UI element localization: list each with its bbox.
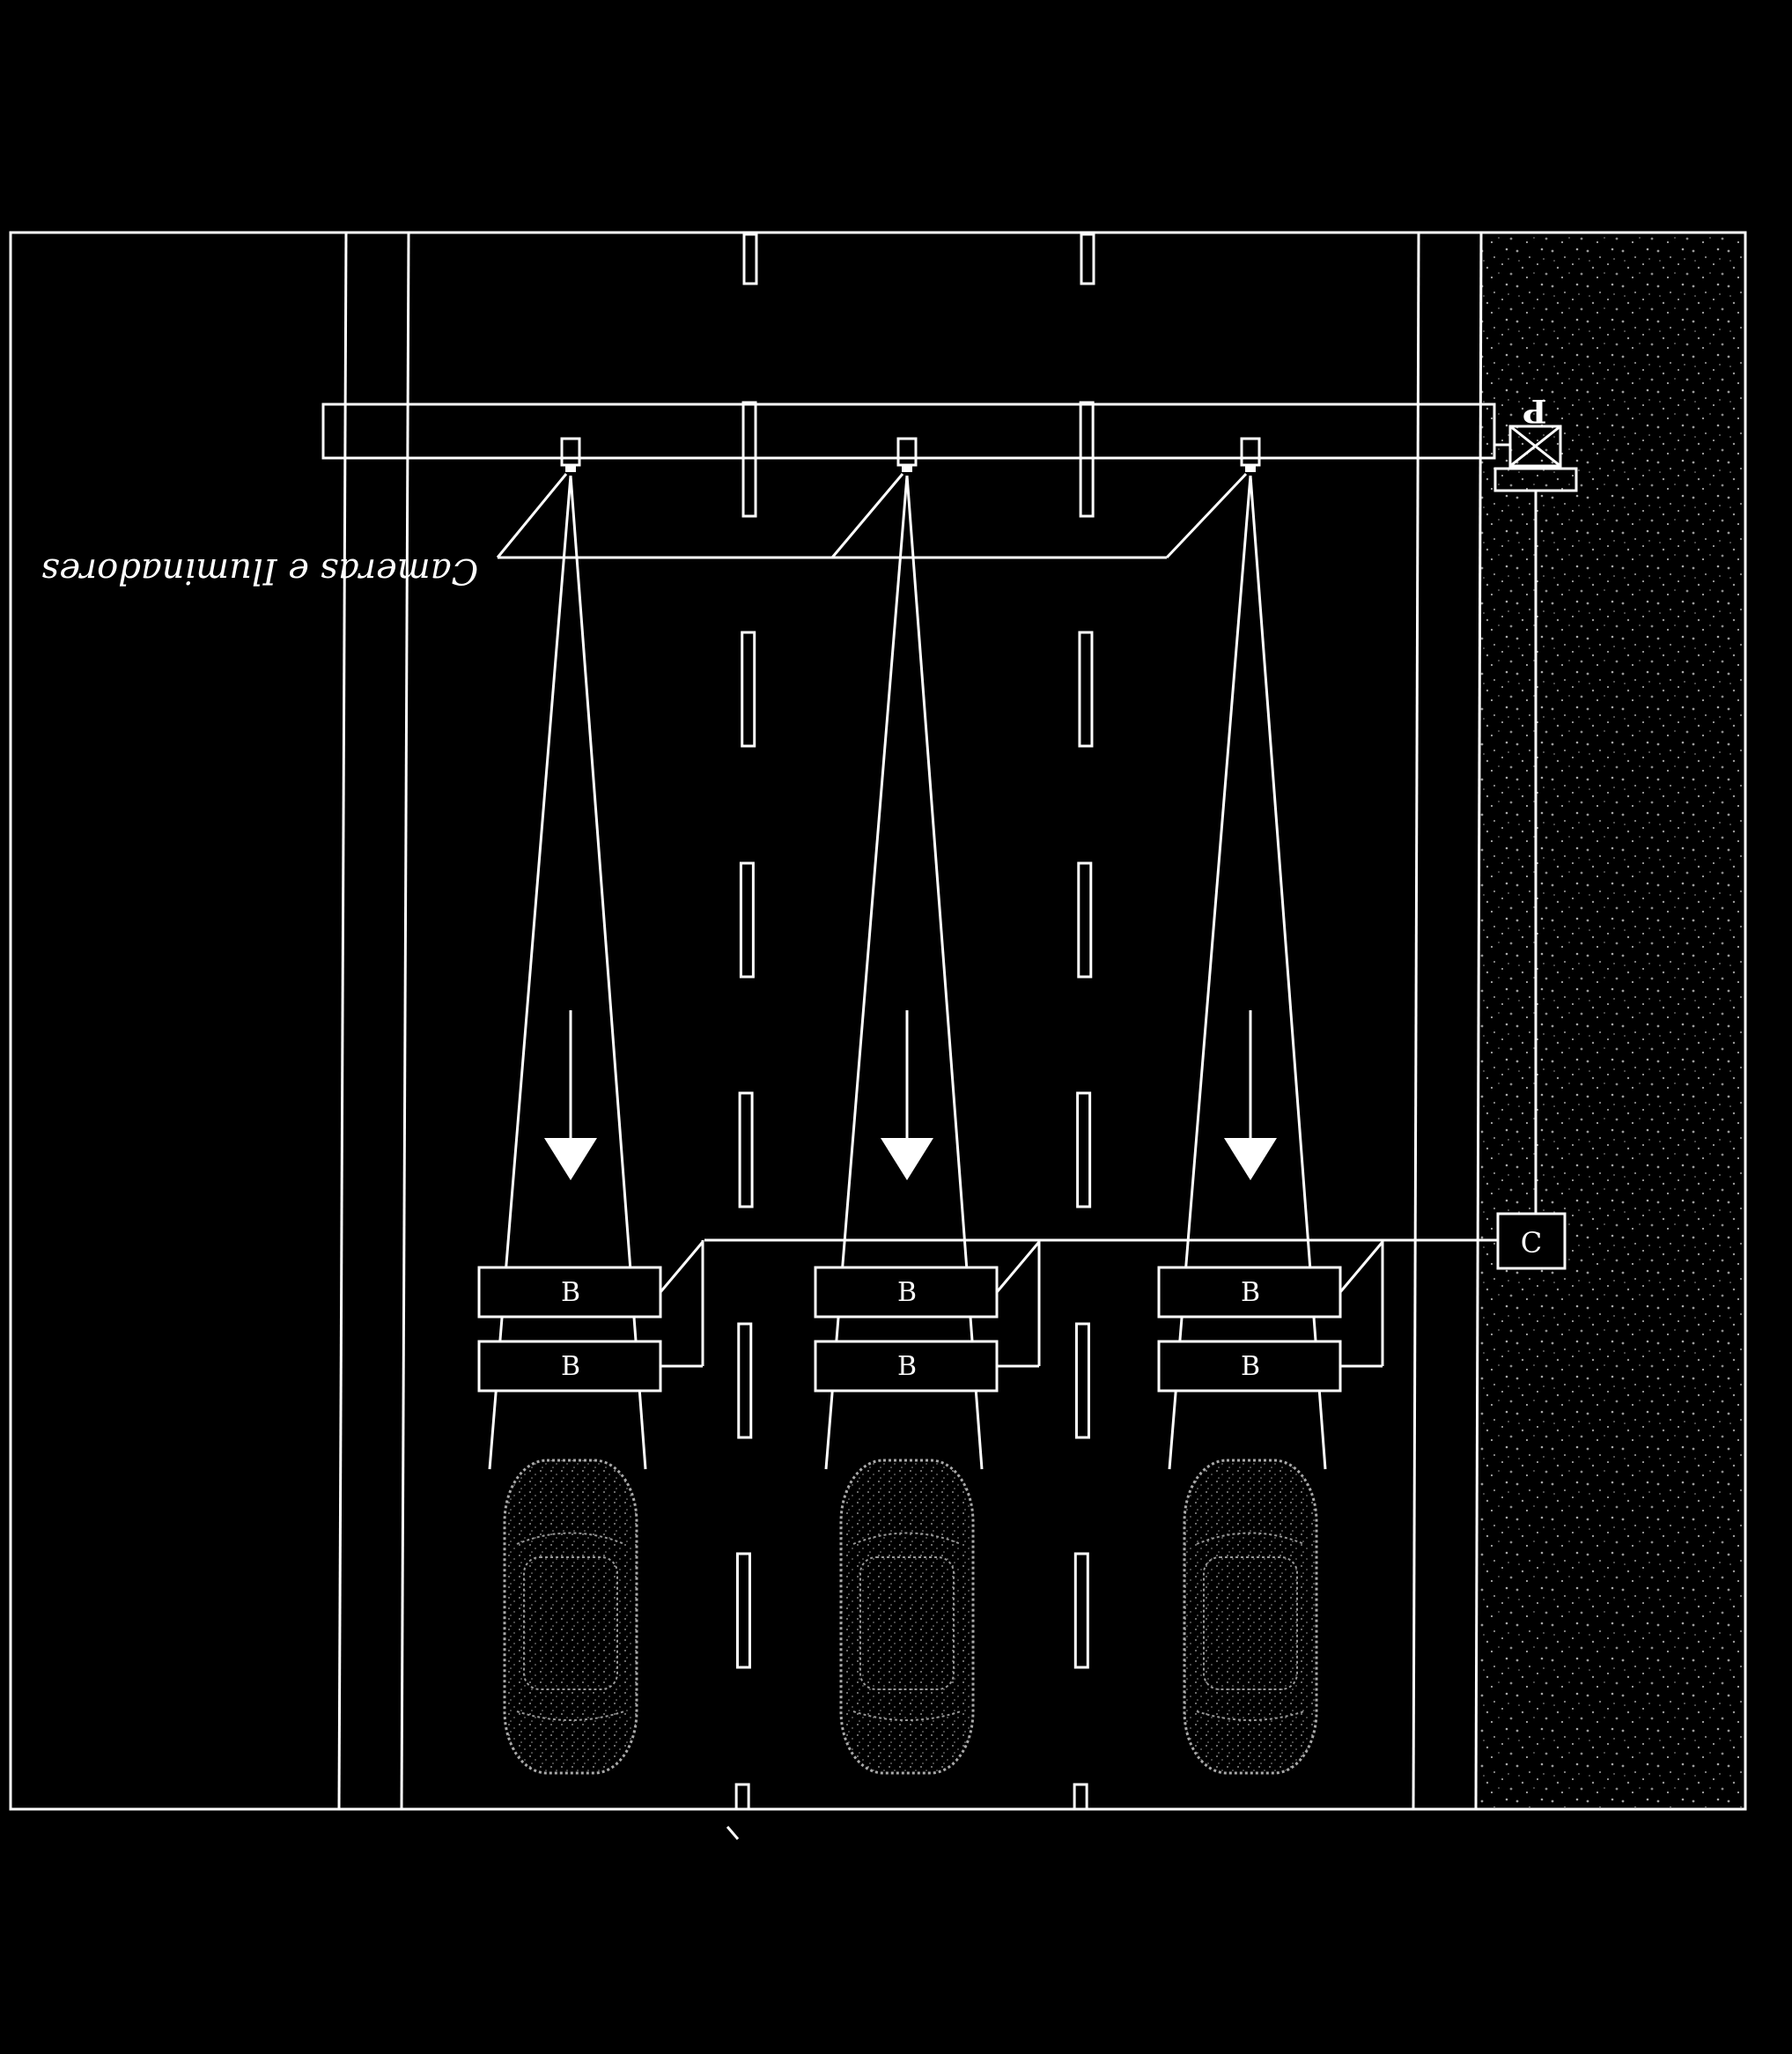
road-edge-right-outer [1474, 232, 1483, 1810]
sensor-label: B [897, 1277, 917, 1308]
lane-dash [1078, 631, 1094, 748]
shoulder-area [1479, 234, 1744, 1807]
lane-dash [1073, 1783, 1088, 1811]
controller-label: C [1521, 1226, 1542, 1260]
sensor-box: B [814, 1340, 999, 1393]
tick-mark [726, 1826, 740, 1840]
traffic-direction-arrow-icon [881, 1010, 933, 1180]
sensor-box: B [477, 1266, 662, 1319]
camera-label: Cameras e Iluminadores [41, 550, 478, 591]
camera-gantry [321, 403, 1496, 460]
lane-dash [1077, 861, 1093, 979]
lane-dash [1076, 1091, 1092, 1208]
traffic-direction-arrow-icon [1224, 1010, 1277, 1180]
camera-view-beam [905, 475, 984, 1470]
sensor-box: B [1157, 1266, 1342, 1319]
camera-icon [896, 437, 918, 472]
lane-1: BB [477, 437, 704, 1775]
sensor-label: B [561, 1277, 580, 1308]
sensor-label: B [1241, 1277, 1260, 1308]
car-icon [839, 1459, 975, 1775]
car-icon [503, 1459, 638, 1775]
camera-view-beam [488, 475, 572, 1470]
camera-leader-line [1165, 472, 1248, 559]
lane-dash [734, 1783, 750, 1811]
lane-dash [738, 1091, 754, 1208]
pole-label: P [1523, 392, 1546, 429]
lane-dash [739, 861, 755, 979]
lane-2: BB [814, 437, 1041, 1775]
road-edge-left-inner [400, 232, 410, 1810]
camera-view-beam [569, 475, 647, 1470]
camera-icon [560, 437, 581, 472]
lane-dash [735, 1552, 751, 1669]
camera-view-beam [1168, 475, 1252, 1470]
lane-dash [741, 631, 756, 748]
camera-view-beam [1249, 475, 1327, 1470]
camera-leader-line [496, 473, 568, 558]
road-edge-right-inner [1412, 232, 1420, 1810]
camera-leader-line [830, 473, 904, 558]
lane-3: BB [1157, 437, 1384, 1775]
lane-dash [1074, 1322, 1090, 1439]
lane-dash [742, 233, 758, 285]
traffic-direction-arrow-icon [544, 1010, 597, 1180]
sensor-label: B [561, 1351, 580, 1382]
sensor-box: B [477, 1340, 662, 1393]
sensor-wiring [659, 1240, 704, 1368]
outer-frame [9, 231, 1747, 1811]
lane-dash [737, 1322, 753, 1439]
pole-box-icon [1493, 425, 1578, 492]
road-edge-left-outer [337, 232, 348, 1810]
sensor-box: B [814, 1266, 999, 1319]
sensor-label: B [897, 1351, 917, 1382]
lane-dividers [734, 233, 1095, 1811]
sensor-box: B [1157, 1340, 1342, 1393]
car-icon [1183, 1459, 1318, 1775]
camera-icon [1240, 437, 1261, 472]
sensor-label: B [1241, 1351, 1260, 1382]
lane-dash [1073, 1552, 1089, 1669]
sensor-wiring [995, 1240, 1041, 1368]
sensor-wiring [1338, 1240, 1384, 1368]
camera-view-beam [824, 475, 909, 1470]
lane-dash [1080, 233, 1095, 285]
